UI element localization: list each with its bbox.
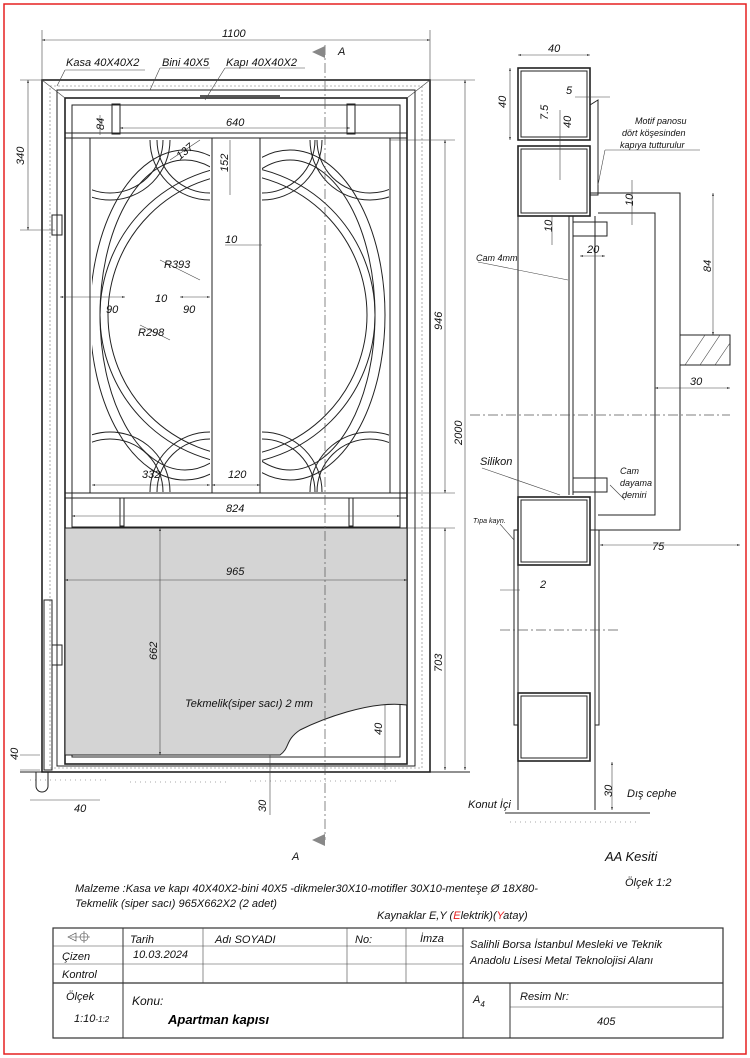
- dim-r298: R298: [138, 327, 165, 339]
- svg-text:İmza: İmza: [420, 933, 444, 945]
- kick-plate: [64, 527, 408, 756]
- note-cam-dayama: Cam: [620, 466, 640, 476]
- label-kapi: Kapı 40X40X2: [226, 57, 297, 69]
- dim-section-75: 75: [652, 541, 665, 553]
- dim-946: 946: [433, 311, 445, 330]
- dim-640: 640: [226, 117, 245, 129]
- dim-section-5: 5: [566, 85, 573, 97]
- dim-section-40h: 40: [497, 95, 509, 108]
- dim-152: 152: [219, 154, 231, 172]
- dim-section-30b: 30: [603, 784, 615, 797]
- front-view: A A: [9, 28, 475, 863]
- section-scale: Ölçek 1:2: [625, 877, 671, 889]
- dim-section-84: 84: [702, 260, 714, 272]
- material-line-1: Malzeme :Kasa ve kapı 40X40X2-bini 40X5 …: [75, 883, 538, 895]
- hatched-bar: [679, 334, 731, 366]
- dim-40-bottom: 40: [74, 803, 87, 815]
- section-title: AA Kesiti: [604, 849, 658, 864]
- dim-824: 824: [226, 503, 244, 515]
- dim-section-20: 20: [586, 244, 600, 256]
- dim-10-ring: 10: [155, 293, 168, 305]
- dim-30-bottom: 30: [257, 799, 269, 812]
- dim-90-right: 90: [183, 304, 196, 316]
- dim-section-2: 2: [539, 579, 546, 591]
- dim-120: 120: [228, 469, 247, 481]
- dim-10-center: 10: [225, 234, 238, 246]
- svg-text:Resim Nr:: Resim Nr:: [520, 991, 569, 1003]
- svg-text:Konu:: Konu:: [132, 994, 163, 1008]
- svg-text:Anadolu Lisesi Metal Tekno: Anadolu Lisesi Metal Teknolojisi Alanı: [469, 955, 653, 967]
- svg-text:Tarih: Tarih: [130, 934, 154, 946]
- dim-84: 84: [95, 118, 107, 130]
- section-marker-bottom: A: [291, 851, 299, 863]
- material-notes: Malzeme :Kasa ve kapı 40X40X2-bini 40X5 …: [75, 883, 538, 922]
- motif-left: [92, 140, 210, 492]
- section-marker-top: A: [337, 46, 345, 58]
- svg-text:Ölçek: Ölçek: [66, 991, 95, 1003]
- dim-1100: 1100: [222, 28, 247, 40]
- note-motif: Motif panosu: [635, 116, 687, 126]
- sheet-border: [3, 3, 747, 1055]
- note-tipa: Tıpa kayn.: [473, 518, 506, 525]
- dim-340: 340: [15, 146, 27, 165]
- dim-40-panel: 40: [373, 722, 385, 735]
- svg-text:dört köşesinden: dört köşesinden: [622, 128, 686, 138]
- dim-965: 965: [226, 566, 245, 578]
- material-line-2: Tekmelik (siper sacı) 965X662X2 (2 adet): [75, 898, 277, 910]
- projection-symbol-icon: [67, 931, 90, 943]
- dim-662: 662: [148, 642, 160, 660]
- svg-text:demiri: demiri: [622, 490, 648, 500]
- subject-value: Apartman kapısı: [167, 1012, 270, 1027]
- drawing-number: 405: [597, 1016, 616, 1028]
- middle-rail: [64, 492, 408, 499]
- note-cam: Cam 4mm: [476, 253, 518, 263]
- dim-r393: R393: [164, 259, 191, 271]
- svg-text:Kontrol: Kontrol: [62, 969, 97, 981]
- dim-2000: 2000: [453, 420, 465, 446]
- motif-right: [262, 140, 389, 492]
- svg-text:kapıya tutturulur: kapıya tutturulur: [620, 140, 686, 150]
- paper-size: A4: [472, 994, 485, 1009]
- door-leaf: [64, 97, 408, 765]
- note-konut-ici: Konut İçi: [468, 799, 511, 811]
- dim-40-left: 40: [9, 747, 21, 760]
- dim-section-30: 30: [690, 376, 703, 388]
- dim-section-7-5: 7.5: [539, 104, 551, 120]
- dim-90-left: 90: [106, 304, 119, 316]
- dim-section-10a: 10: [624, 193, 636, 206]
- title-block: Tarih Adı SOYADI No: İmza Çizen 10.03.20…: [52, 927, 724, 1039]
- center-bar: [211, 137, 261, 494]
- svg-text:Çizen: Çizen: [62, 951, 90, 963]
- svg-text:No:: No:: [355, 934, 372, 946]
- welding-note: Kaynaklar E,Y (Elektrik)(Yatay): [377, 910, 528, 922]
- dim-section-40b: 40: [562, 115, 574, 128]
- school-name: Salihli Borsa İstanbul Mesleki ve Teknik: [470, 939, 663, 951]
- date-value: 10.03.2024: [133, 949, 188, 961]
- dim-section-40w: 40: [548, 43, 561, 55]
- section-aa: 40 40 5 7.5 40 10 10 20 84 30 75 2 30 Mo…: [468, 43, 740, 889]
- dim-703: 703: [433, 653, 445, 672]
- note-silikon: Silikon: [480, 456, 512, 468]
- svg-text:dayama: dayama: [620, 478, 652, 488]
- label-kasa: Kasa 40X40X2: [66, 57, 139, 69]
- dim-332: 332: [142, 469, 160, 481]
- scale-value: 1:10-1:2: [74, 1013, 110, 1025]
- label-tekmelik: Tekmelik(siper sacı) 2 mm: [185, 698, 313, 710]
- note-dis-cephe: Dış cephe: [627, 788, 677, 800]
- dim-section-10b: 10: [543, 219, 555, 232]
- dim-137: 137: [174, 141, 196, 163]
- label-bini: Bini 40X5: [162, 57, 210, 69]
- hinge-top: [51, 214, 63, 236]
- svg-text:Adı SOYADI: Adı SOYADI: [214, 934, 276, 946]
